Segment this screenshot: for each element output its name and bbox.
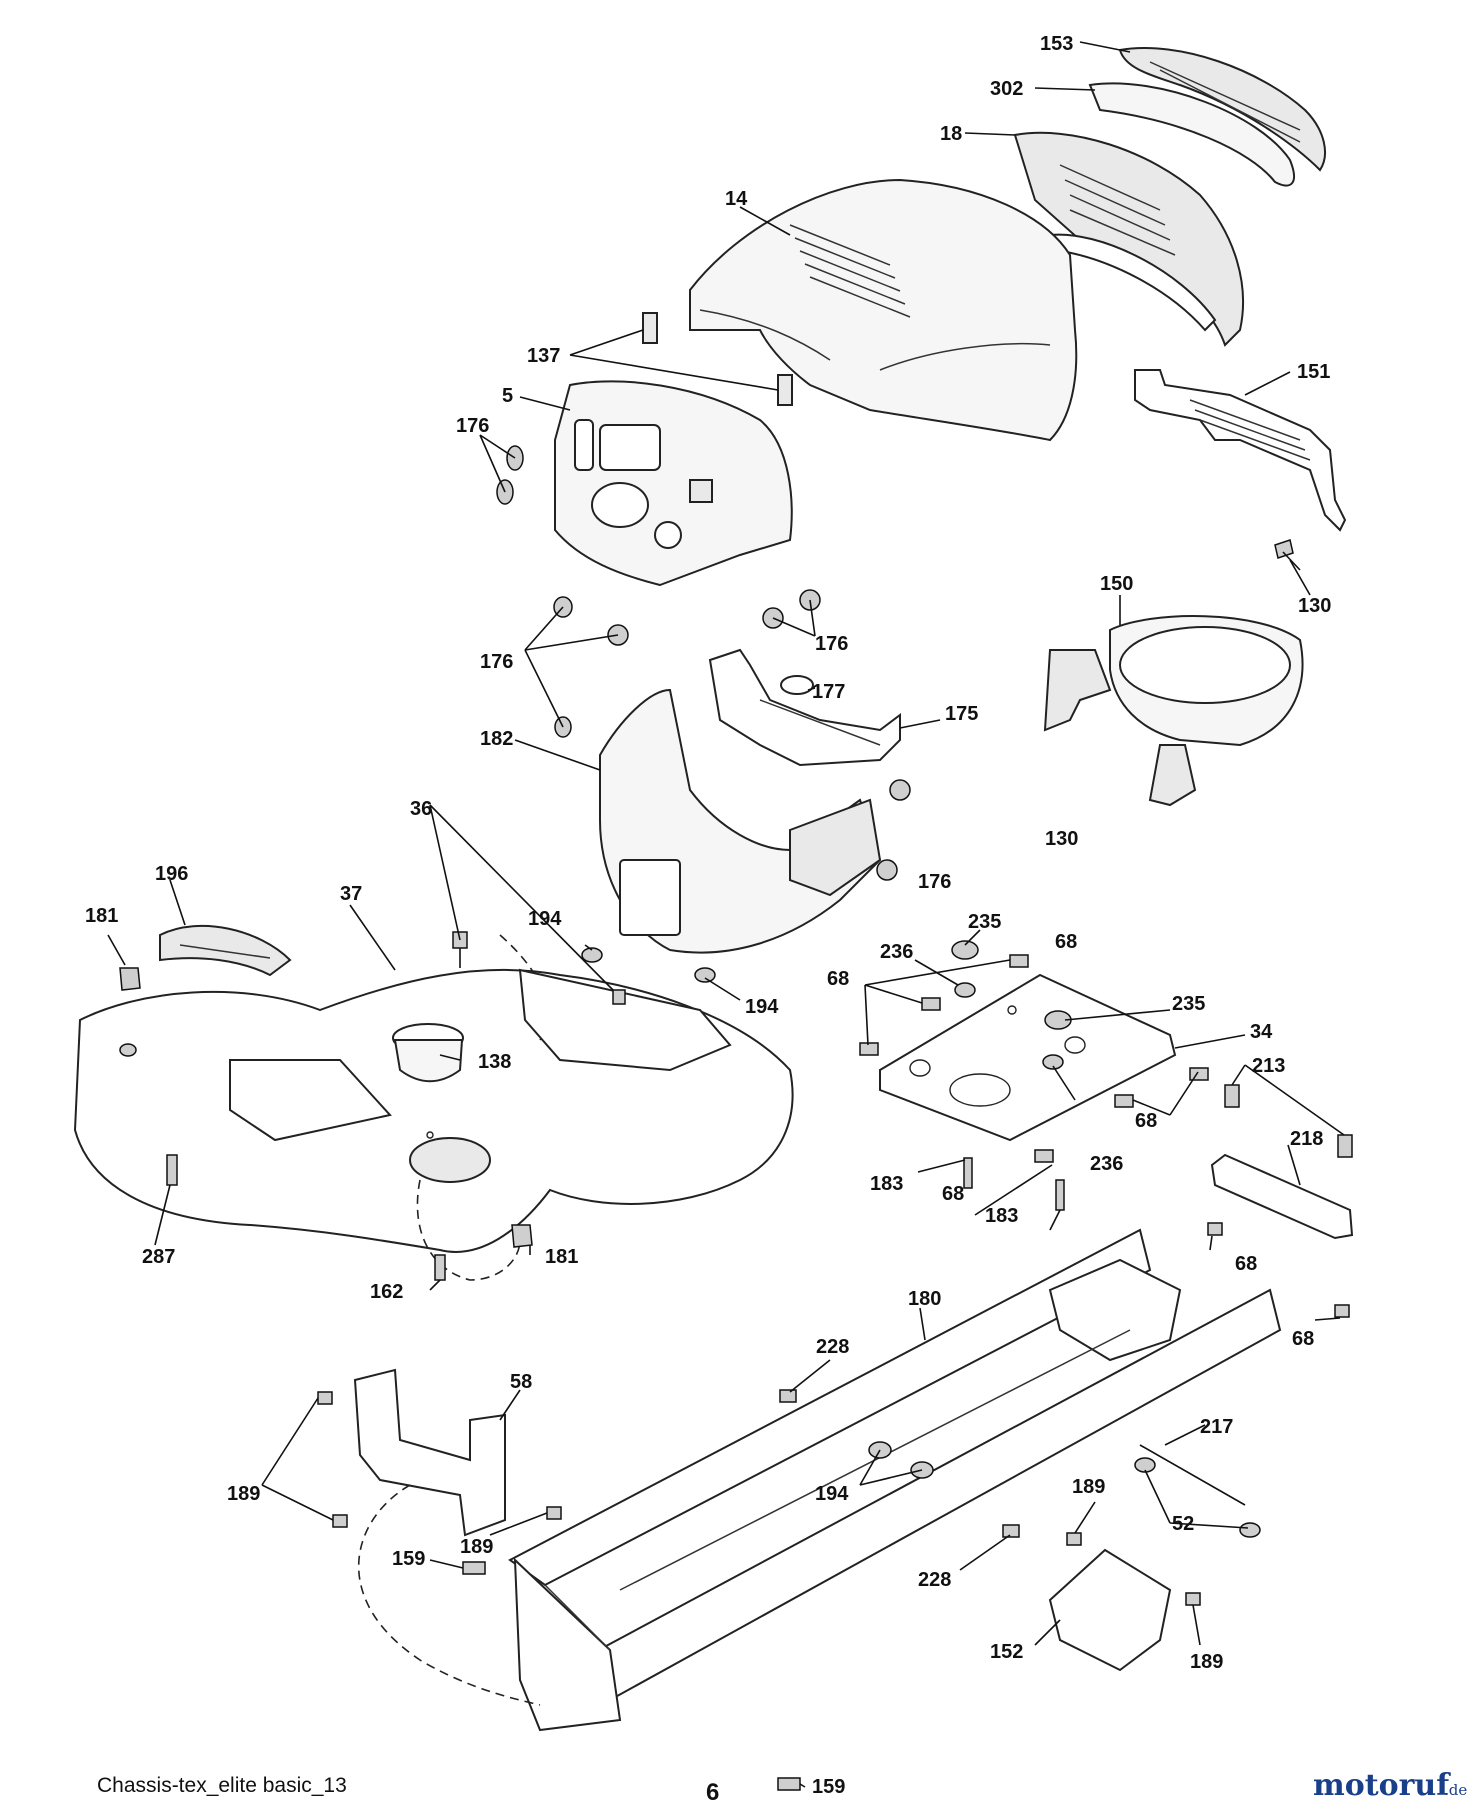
callout-68-a: 68 — [1055, 931, 1077, 953]
callout-5: 5 — [502, 385, 513, 407]
callout-235-b: 235 — [1172, 993, 1205, 1015]
callout-176-d: 176 — [918, 871, 951, 893]
watermark-logo: motoruf .de — [1313, 1768, 1467, 1800]
callout-194-c: 194 — [815, 1483, 849, 1505]
fender-deck-37 — [73, 934, 794, 1281]
nut-194 — [581, 947, 716, 983]
callout-236-b: 236 — [1090, 1153, 1123, 1175]
rod-217 — [1139, 1444, 1246, 1506]
callout-189-d: 189 — [1190, 1651, 1223, 1673]
callout-235-a: 235 — [968, 911, 1001, 933]
callout-236-a: 236 — [880, 941, 913, 963]
callout-180: 180 — [908, 1288, 941, 1310]
callout-228-b: 228 — [918, 1569, 951, 1591]
callout-151: 151 — [1297, 361, 1330, 383]
callout-176-b: 176 — [815, 633, 848, 655]
footrest-196 — [159, 924, 292, 977]
callout-213: 213 — [1252, 1055, 1285, 1077]
screw-162 — [434, 1254, 446, 1281]
callout-34: 34 — [1250, 1021, 1273, 1043]
callout-138: 138 — [478, 1051, 511, 1073]
callout-181-b: 181 — [545, 1246, 578, 1268]
svg-text:.de: .de — [1444, 1781, 1467, 1799]
callout-58: 58 — [510, 1371, 532, 1393]
callout-130-a: 130 — [1298, 595, 1331, 617]
callout-150: 150 — [1100, 573, 1133, 595]
callout-18: 18 — [940, 123, 962, 145]
callout-218: 218 — [1290, 1128, 1323, 1150]
frame-180 — [508, 1228, 1282, 1732]
callout-183-b: 183 — [985, 1205, 1018, 1227]
callout-68-f: 68 — [1292, 1328, 1314, 1350]
callout-68-e: 68 — [1235, 1253, 1257, 1275]
callout-177: 177 — [812, 681, 845, 703]
callout-196: 196 — [155, 863, 188, 885]
callout-228-a: 228 — [816, 1336, 849, 1358]
callout-189-a: 189 — [227, 1483, 260, 1505]
bracket-151 — [1134, 369, 1347, 571]
callout-36: 36 — [410, 798, 432, 820]
lower-cowl-182 — [599, 688, 882, 954]
diagram-caption: Chassis-tex_elite basic_13 — [97, 1774, 347, 1797]
callout-189-b: 189 — [1072, 1476, 1105, 1498]
callout-194-b: 194 — [745, 996, 779, 1018]
hood-grille-18 — [1013, 131, 1244, 347]
callout-162: 162 — [370, 1281, 403, 1303]
callout-68-c: 68 — [1135, 1110, 1157, 1132]
callout-labels: 153 302 18 14 137 151 5 176 130 150 176 … — [85, 33, 1331, 1798]
callout-153: 153 — [1040, 33, 1073, 55]
callout-175: 175 — [945, 703, 978, 725]
callout-287: 287 — [142, 1246, 175, 1268]
dash-panel-5 — [554, 380, 793, 587]
bracket-218 — [1210, 1153, 1354, 1240]
callout-159-a: 159 — [392, 1548, 425, 1570]
callout-159-b: 159 — [812, 1776, 845, 1798]
callout-217: 217 — [1200, 1416, 1233, 1438]
washer-236 — [954, 982, 1064, 1070]
tray-150 — [1043, 615, 1304, 807]
clip-181 — [119, 967, 533, 1248]
callout-176-c: 176 — [480, 651, 513, 673]
bolt-228 — [779, 1389, 1020, 1538]
nut-52 — [1134, 1457, 1261, 1538]
callout-194-a: 194 — [528, 908, 562, 930]
callout-176-a: 176 — [456, 415, 489, 437]
callout-183-a: 183 — [870, 1173, 903, 1195]
screw-287 — [166, 1154, 178, 1186]
callout-182: 182 — [480, 728, 513, 750]
callout-152: 152 — [990, 1641, 1023, 1663]
svg-text:motoruf: motoruf — [1313, 1768, 1451, 1800]
part-177 — [780, 675, 814, 695]
callout-68-b: 68 — [827, 968, 849, 990]
routing-path — [357, 1484, 541, 1706]
page-number: 6 — [706, 1779, 719, 1800]
hood-14 — [689, 178, 1078, 442]
bracket-175 — [708, 648, 901, 767]
callout-181-a: 181 — [85, 905, 118, 927]
callout-302: 302 — [990, 78, 1023, 100]
callout-14: 14 — [725, 188, 748, 210]
screw-183 — [963, 1157, 1065, 1211]
bolt-68 — [859, 954, 1350, 1318]
callout-130-b: 130 — [1045, 828, 1078, 850]
grille-trim-153 — [1118, 47, 1326, 172]
leader-lines — [107, 41, 1345, 1788]
bracket-58 — [353, 1368, 506, 1537]
pad-137 — [642, 312, 793, 406]
callout-189-c: 189 — [460, 1536, 493, 1558]
grille-trim-302 — [1088, 82, 1295, 187]
callout-137: 137 — [527, 345, 560, 367]
callout-37: 37 — [340, 883, 362, 905]
bolt-159 — [462, 1561, 801, 1791]
callout-52: 52 — [1172, 1513, 1194, 1535]
boot-138 — [392, 1023, 464, 1083]
cover-152 — [1048, 1548, 1172, 1672]
callout-68-d: 68 — [942, 1183, 964, 1205]
bolt-36 — [452, 931, 626, 1005]
